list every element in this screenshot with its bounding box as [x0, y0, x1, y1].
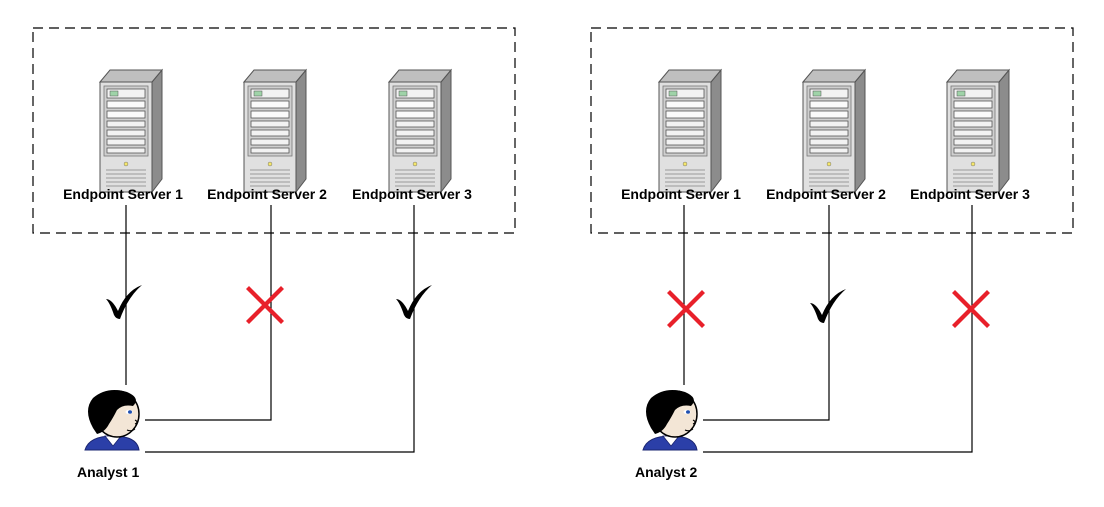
checkmark-icon — [810, 289, 846, 323]
server-label: Endpoint Server 2 — [766, 186, 886, 202]
server-1: Endpoint Server 1 — [621, 69, 741, 202]
red-x-icon — [952, 290, 990, 328]
connection-lines — [125, 205, 415, 453]
server-3: Endpoint Server 3 — [352, 69, 472, 202]
server-label: Endpoint Server 2 — [207, 186, 327, 202]
analyst-label: Analyst 2 — [635, 464, 697, 480]
red-x-icon — [246, 286, 284, 324]
connection-line-server-3 — [145, 205, 415, 453]
server-tower-icon — [99, 69, 163, 193]
server-cluster-box — [590, 27, 1074, 234]
server-tower-icon — [388, 69, 452, 193]
red-x-icon — [667, 290, 705, 328]
server-label: Endpoint Server 3 — [352, 186, 472, 202]
server-tower-icon — [946, 69, 1010, 193]
analyst-1: Analyst 1 — [77, 389, 140, 480]
person-avatar-icon — [84, 389, 140, 451]
connection-line-server-2 — [145, 205, 272, 421]
server-cluster-box — [32, 27, 516, 234]
server-tower-icon — [658, 69, 722, 193]
server-tower-icon — [802, 69, 866, 193]
group-1: Endpoint Server 1 Endpoint Server 2 Endp… — [32, 27, 516, 480]
connection-lines — [683, 205, 973, 453]
server-2: Endpoint Server 2 — [766, 69, 886, 202]
person-avatar-icon — [642, 389, 698, 451]
server-label: Endpoint Server 3 — [910, 186, 1030, 202]
server-label: Endpoint Server 1 — [63, 186, 183, 202]
checkmark-icon — [106, 285, 142, 319]
analyst-label: Analyst 1 — [77, 464, 139, 480]
analyst-2: Analyst 2 — [635, 389, 698, 480]
group-2: Endpoint Server 1 Endpoint Server 2 Endp… — [590, 27, 1074, 480]
server-1: Endpoint Server 1 — [63, 69, 183, 202]
connection-line-server-3 — [703, 205, 973, 453]
server-2: Endpoint Server 2 — [207, 69, 327, 202]
server-label: Endpoint Server 1 — [621, 186, 741, 202]
server-tower-icon — [243, 69, 307, 193]
server-3: Endpoint Server 3 — [910, 69, 1030, 202]
connection-line-server-2 — [703, 205, 830, 421]
